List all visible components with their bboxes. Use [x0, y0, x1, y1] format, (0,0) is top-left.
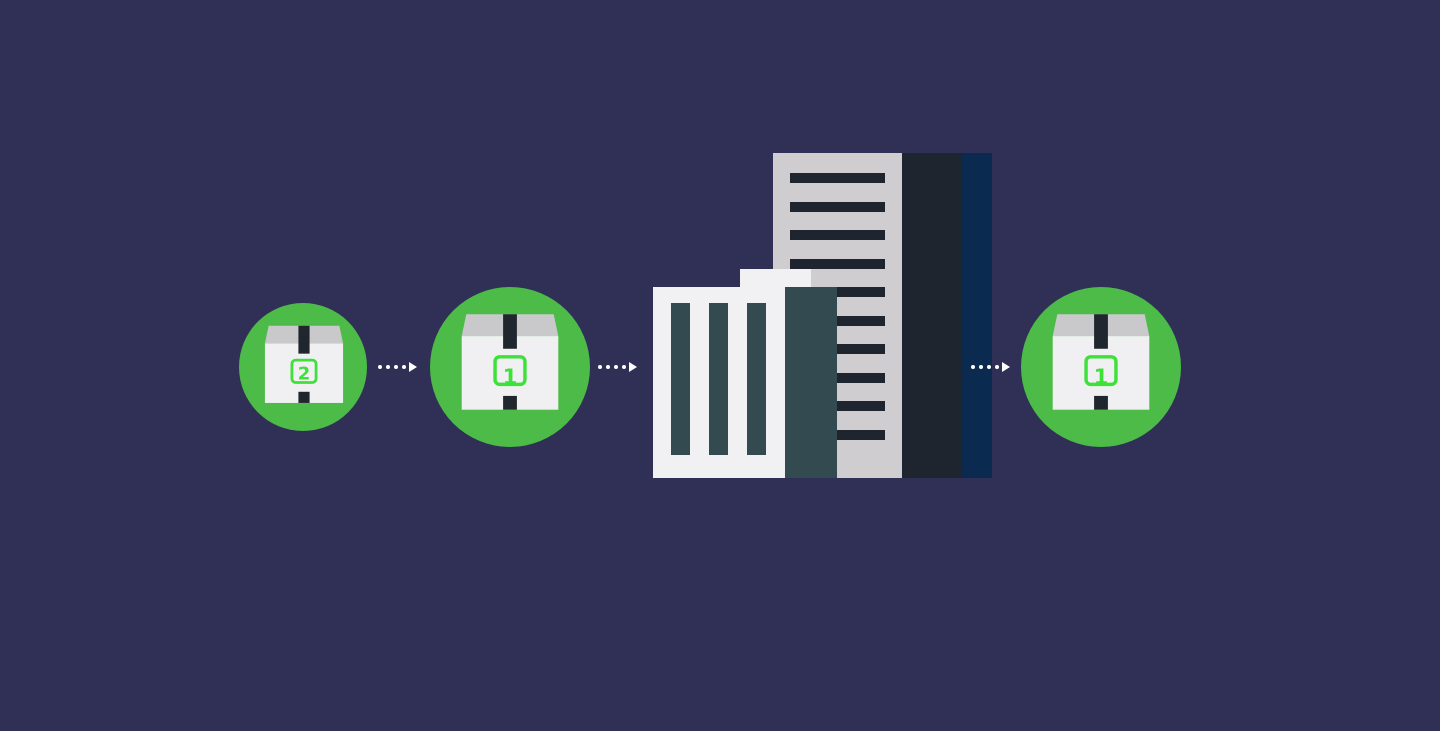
dotted-arrow-icon: [598, 362, 637, 372]
package-box-icon: [459, 312, 561, 412]
package-number: 2: [298, 364, 311, 385]
package-number: 1: [1094, 365, 1109, 389]
package-box-icon: [1050, 312, 1152, 412]
package-circle-incoming: 1: [430, 287, 590, 447]
package-circle-queued: 2: [239, 303, 367, 431]
package-circle-outgoing: 1: [1021, 287, 1181, 447]
package-number: 1: [503, 365, 518, 389]
warehouse-building-icon: [653, 153, 992, 478]
dotted-arrow-icon: [378, 362, 417, 372]
